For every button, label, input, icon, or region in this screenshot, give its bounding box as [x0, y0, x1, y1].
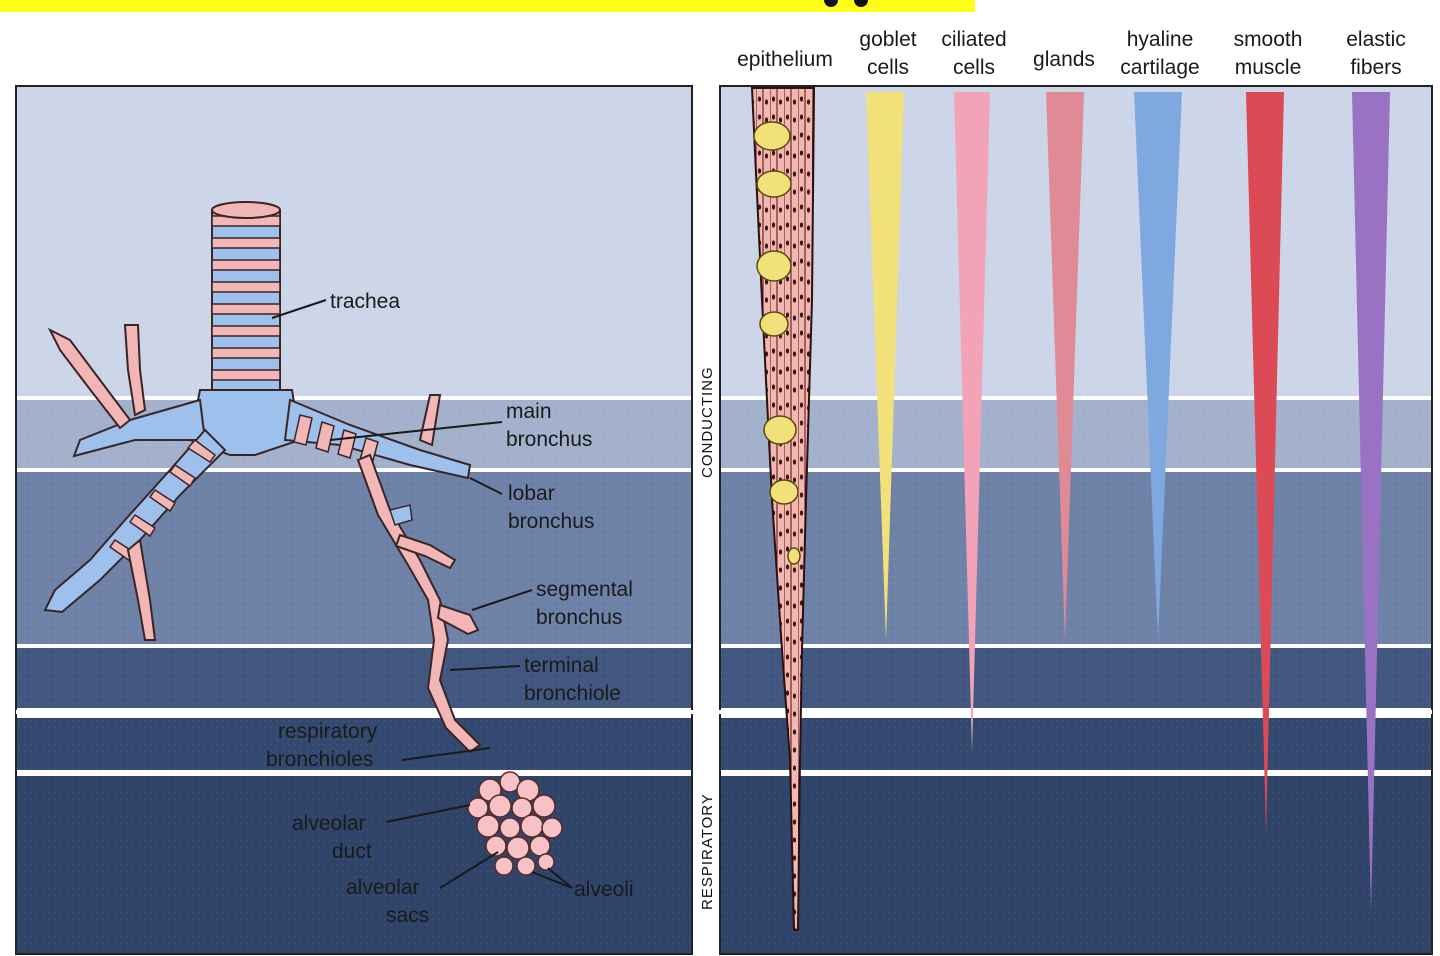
label-lobar-bronchus-1: lobar	[508, 482, 555, 505]
tree-labels: trachea main bronchus lobar bronchus seg…	[266, 290, 634, 927]
label-segmental-bronchus-2: bronchus	[536, 606, 622, 629]
header-goblet-2: cells	[867, 56, 909, 79]
label-alveolar-duct-2: duct	[332, 840, 372, 863]
title-banner	[0, 0, 975, 12]
header-cartilage-1: hyaline	[1127, 28, 1194, 51]
alveoli-cluster	[467, 771, 563, 876]
header-muscle-2: muscle	[1235, 56, 1302, 79]
wedge-goblet	[866, 92, 904, 640]
wedge-glands	[1046, 92, 1084, 640]
label-alveolar-duct-1: alveolar	[292, 812, 366, 835]
label-alveolar-sacs-1: alveolar	[346, 876, 420, 899]
wedge-cartilage	[1134, 92, 1182, 640]
header-ciliated-1: ciliated	[941, 28, 1006, 51]
label-alveolar-sacs-2: sacs	[386, 904, 429, 927]
title-fragment	[820, 0, 890, 10]
header-muscle-1: smooth	[1234, 28, 1303, 51]
header-elastic-2: fibers	[1350, 56, 1401, 79]
label-main-bronchus-2: bronchus	[506, 428, 592, 451]
wedge-muscle	[1246, 92, 1284, 832]
label-respiratory-bronchioles-1: respiratory	[278, 720, 378, 743]
wedge-elastic	[1352, 92, 1390, 912]
label-terminal-bronchiole-1: terminal	[524, 654, 599, 677]
header-cartilage-2: cartilage	[1120, 56, 1199, 79]
label-segmental-bronchus-1: segmental	[536, 578, 633, 601]
epithelium-column	[750, 87, 816, 931]
label-alveoli: alveoli	[574, 878, 634, 901]
zone-label-conducting: CONDUCTING	[699, 366, 716, 478]
header-epithelium: epithelium	[737, 48, 833, 71]
label-respiratory-bronchioles-2: bronchioles	[266, 748, 373, 771]
label-trachea: trachea	[330, 290, 400, 313]
label-terminal-bronchiole-2: bronchiole	[524, 682, 621, 705]
zone-label-respiratory: RESPIRATORY	[699, 793, 716, 910]
header-glands: glands	[1033, 48, 1095, 71]
label-main-bronchus-1: main	[506, 400, 552, 423]
header-goblet-1: goblet	[859, 28, 916, 51]
left-panel	[15, 85, 693, 955]
header-elastic-1: elastic	[1346, 28, 1406, 51]
trachea-drawing	[211, 201, 281, 401]
label-lobar-bronchus-2: bronchus	[508, 510, 594, 533]
header-ciliated-2: cells	[953, 56, 995, 79]
leader-lines	[271, 299, 573, 889]
bronchial-tree	[43, 201, 563, 876]
column-headers: epithelium goblet cells ciliated cells g…	[737, 28, 1406, 79]
wedge-ciliated	[954, 92, 990, 752]
